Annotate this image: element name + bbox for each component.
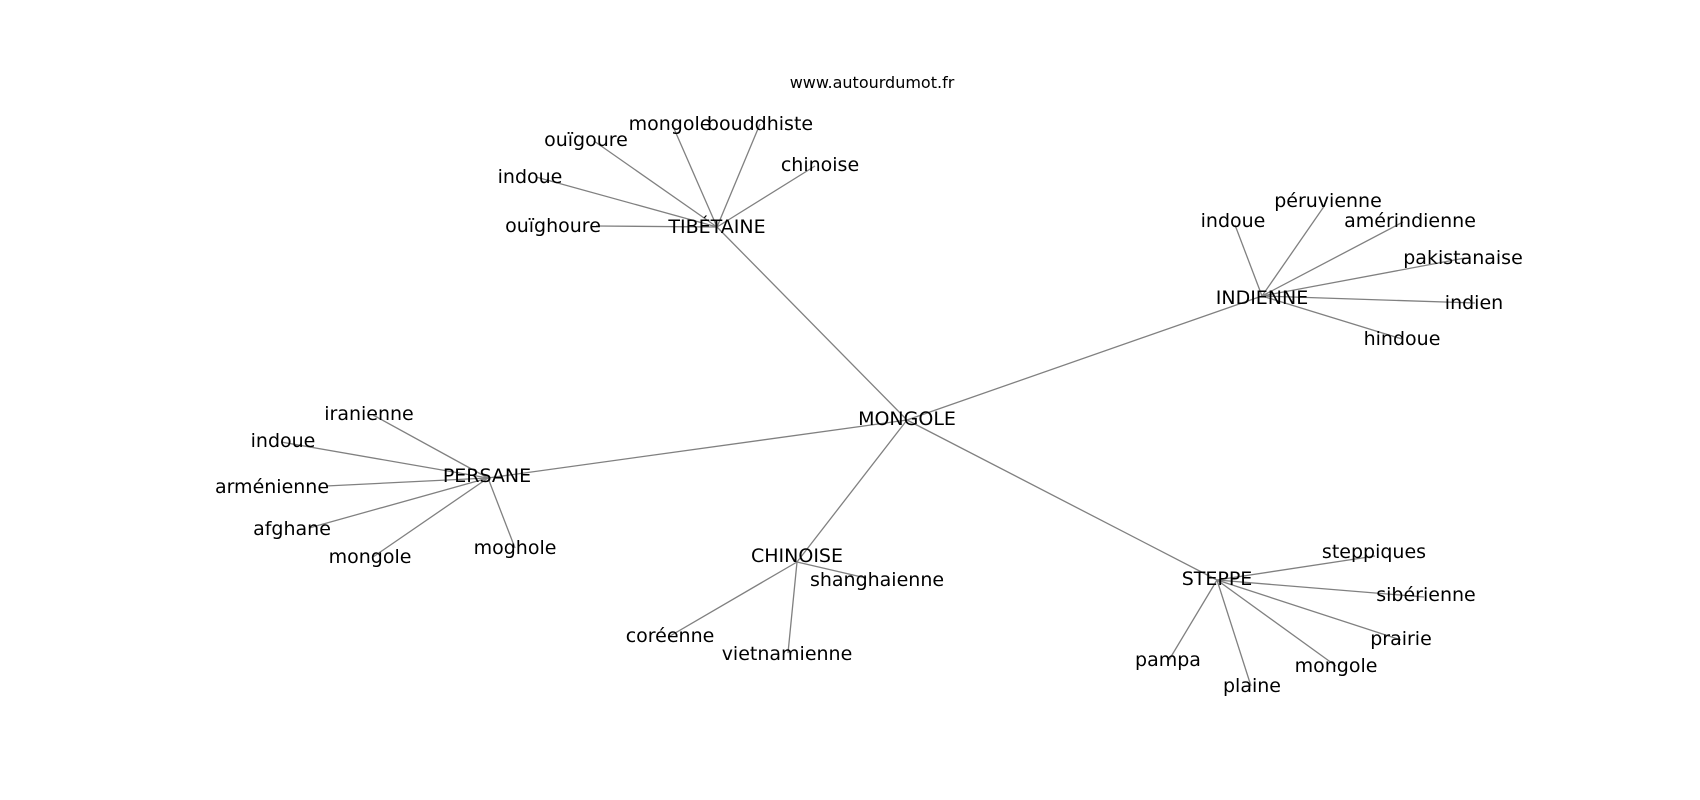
edge-hub-to-leaf: [325, 477, 489, 487]
edge-center-to-hub: [906, 295, 1263, 421]
leaf-node[interactable]: plaine: [1223, 675, 1281, 697]
graph-nodes: ouïgouremongolebouddhistechinoiseindoueo…: [215, 113, 1523, 697]
leaf-node[interactable]: mongole: [1295, 655, 1378, 677]
edge-hub-to-leaf: [1216, 579, 1425, 598]
edge-hub-to-leaf: [716, 165, 816, 228]
hub-node[interactable]: INDIENNE: [1216, 287, 1309, 309]
edge-hub-to-leaf: [308, 477, 489, 529]
leaf-node[interactable]: coréenne: [626, 625, 715, 647]
leaf-node[interactable]: moghole: [474, 537, 557, 559]
leaf-node[interactable]: afghane: [253, 518, 331, 540]
edge-center-to-hub: [906, 419, 1218, 581]
leaf-node[interactable]: indoue: [251, 430, 316, 452]
leaf-node[interactable]: vietnamienne: [722, 643, 853, 665]
edge-hub-to-leaf: [1168, 579, 1218, 661]
leaf-node[interactable]: pakistanaise: [1403, 247, 1523, 269]
leaf-node[interactable]: ouïghoure: [505, 215, 601, 237]
edge-hub-to-leaf: [1216, 579, 1337, 667]
leaf-node[interactable]: shanghaienne: [810, 569, 944, 591]
edge-hub-to-leaf: [595, 225, 718, 228]
hub-node[interactable]: TIBÉTAINE: [667, 215, 765, 238]
leaf-node[interactable]: chinoise: [781, 154, 859, 176]
graph-edges: [280, 123, 1476, 687]
edge-hub-to-leaf: [372, 414, 489, 479]
edge-hub-to-leaf: [787, 561, 798, 654]
leaf-node[interactable]: péruvienne: [1274, 190, 1382, 212]
edge-center-to-hub: [796, 419, 908, 563]
edge-hub-to-leaf: [372, 477, 489, 558]
leaf-node[interactable]: iranienne: [324, 403, 414, 425]
edge-hub-to-leaf: [1216, 555, 1376, 581]
leaf-node[interactable]: pampa: [1135, 649, 1201, 671]
edge-hub-to-leaf: [1261, 295, 1476, 304]
hub-node[interactable]: CHINOISE: [751, 545, 843, 567]
edge-hub-to-leaf: [669, 561, 798, 637]
edge-hub-to-leaf: [487, 477, 516, 549]
hub-node[interactable]: PERSANE: [443, 465, 531, 487]
edge-hub-to-leaf: [716, 123, 761, 228]
leaf-node[interactable]: mongole: [629, 113, 712, 135]
edge-hub-to-leaf: [593, 140, 718, 228]
site-url[interactable]: www.autourdumot.fr: [790, 73, 955, 92]
edge-hub-to-leaf: [1261, 204, 1326, 297]
leaf-node[interactable]: indoue: [1201, 210, 1266, 232]
center-node[interactable]: MONGOLE: [858, 408, 956, 430]
edge-hub-to-leaf: [1261, 295, 1403, 340]
leaf-node[interactable]: ouïgoure: [544, 129, 628, 151]
leaf-node[interactable]: steppiques: [1322, 541, 1426, 563]
leaf-node[interactable]: amérindienne: [1344, 210, 1476, 232]
edge-hub-to-leaf: [671, 123, 718, 228]
edge-hub-to-leaf: [1234, 224, 1263, 297]
edge-center-to-hub: [487, 419, 908, 479]
leaf-node[interactable]: arménienne: [215, 476, 329, 498]
edge-hub-to-leaf: [1261, 257, 1466, 297]
edge-hub-to-leaf: [535, 176, 718, 228]
hub-node[interactable]: STEPPE: [1182, 568, 1253, 590]
edge-hub-to-leaf: [280, 441, 489, 479]
edge-hub-to-leaf: [1261, 221, 1404, 297]
edge-hub-to-leaf: [1216, 579, 1402, 641]
leaf-node[interactable]: hindoue: [1364, 328, 1441, 350]
leaf-node[interactable]: indien: [1445, 292, 1503, 314]
edge-hub-to-leaf: [796, 561, 867, 579]
edge-center-to-hub: [716, 226, 908, 421]
leaf-node[interactable]: prairie: [1370, 628, 1432, 650]
leaf-node[interactable]: bouddhiste: [707, 113, 813, 135]
edge-hub-to-leaf: [1216, 579, 1252, 687]
leaf-node[interactable]: mongole: [329, 546, 412, 568]
leaf-node[interactable]: indoue: [498, 166, 563, 188]
leaf-node[interactable]: sibérienne: [1376, 584, 1475, 606]
